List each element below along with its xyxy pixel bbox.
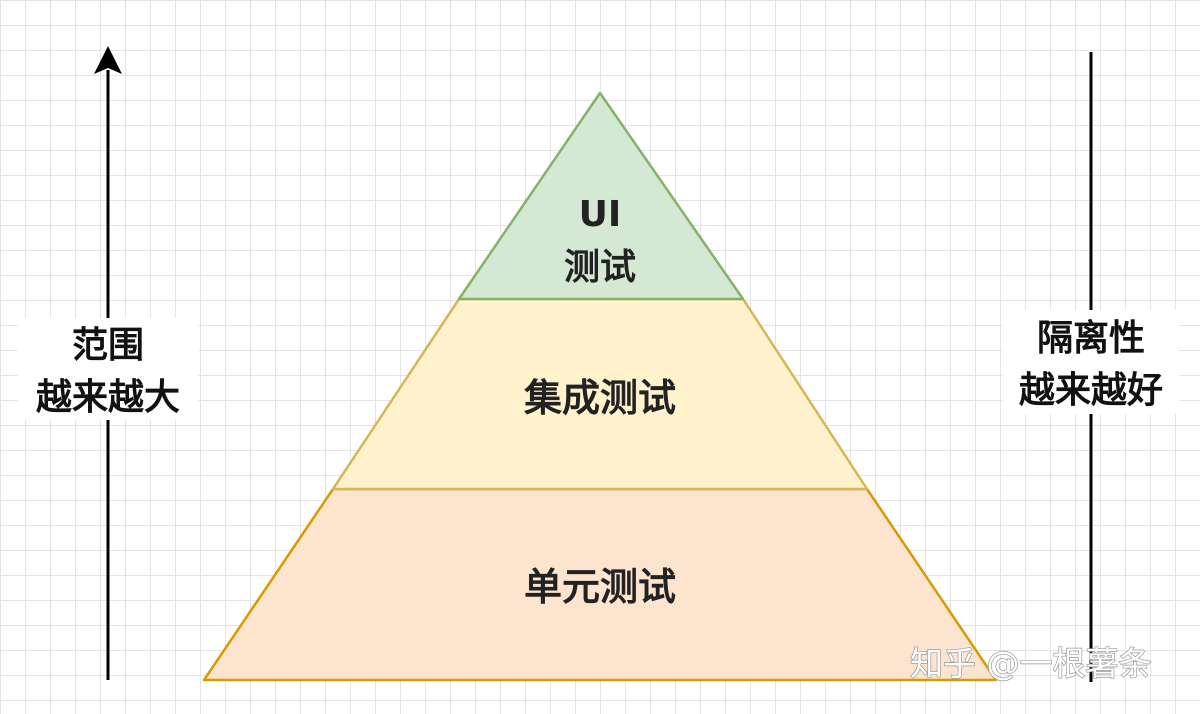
watermark-text: 知乎 @一根薯条 — [910, 644, 1152, 683]
ui-test-label-line1: UI — [579, 194, 622, 235]
integration-test-label: 集成测试 — [523, 376, 676, 420]
right-label-line1: 隔离性 — [1037, 318, 1145, 359]
left-label-background — [18, 318, 198, 420]
ui-test-layer — [457, 91, 745, 301]
right-label-background — [1003, 310, 1179, 414]
left-label-line1: 范围 — [72, 325, 144, 366]
left-label-line2: 越来越大 — [36, 377, 180, 418]
unit-test-label: 单元测试 — [524, 565, 676, 609]
ui-test-label-line2: 测试 — [564, 247, 636, 288]
left-axis-arrowhead-icon — [94, 46, 122, 74]
right-label-line2: 越来越好 — [1019, 370, 1163, 411]
